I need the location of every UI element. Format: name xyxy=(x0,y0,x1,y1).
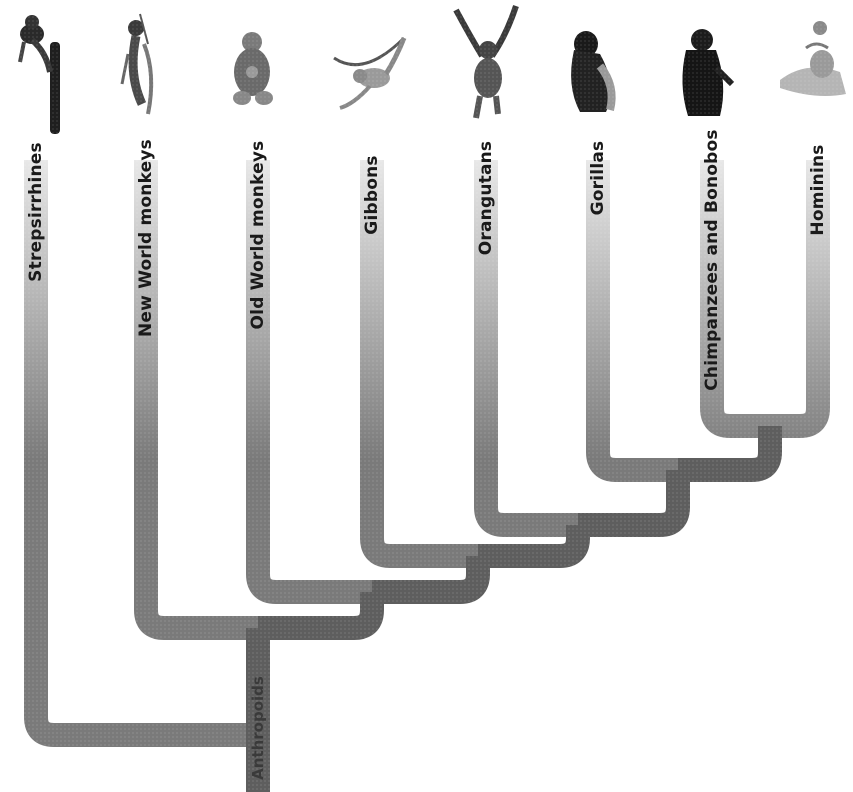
taxon-label-old-world-monkeys: Old World monkeys xyxy=(248,141,268,330)
old-world-monkey-icon xyxy=(233,32,273,105)
root-label-anthropoids: Anthropoids xyxy=(249,676,267,780)
taxon-label-orangutans: Orangutans xyxy=(476,141,496,256)
new-world-monkey-icon xyxy=(122,14,151,114)
taxon-label-new-world-monkeys: New World monkeys xyxy=(136,139,156,337)
lemur-icon xyxy=(20,15,60,134)
taxon-label-hominins: Hominins xyxy=(808,144,828,235)
branch-old-world-monkeys xyxy=(258,160,372,592)
taxon-label-chimpanzees-and-bonobos: Chimpanzees and Bonobos xyxy=(702,129,722,391)
animal-icons xyxy=(20,6,846,134)
branch-gibbons xyxy=(372,160,478,556)
taxon-label-strepsirrhines: Strepsirrhines xyxy=(26,142,46,282)
gibbon-icon xyxy=(334,38,404,108)
taxon-label-gibbons: Gibbons xyxy=(362,155,382,234)
taxon-label-gorillas: Gorillas xyxy=(588,141,608,216)
branch-orangutans xyxy=(486,160,578,525)
branch-new-world-monkeys xyxy=(146,160,258,628)
orangutan-icon xyxy=(456,6,516,118)
chimpanzee-icon xyxy=(682,29,732,116)
gorilla-icon xyxy=(571,31,612,112)
branch-gorillas xyxy=(598,160,678,470)
hominin-icon xyxy=(780,21,846,96)
